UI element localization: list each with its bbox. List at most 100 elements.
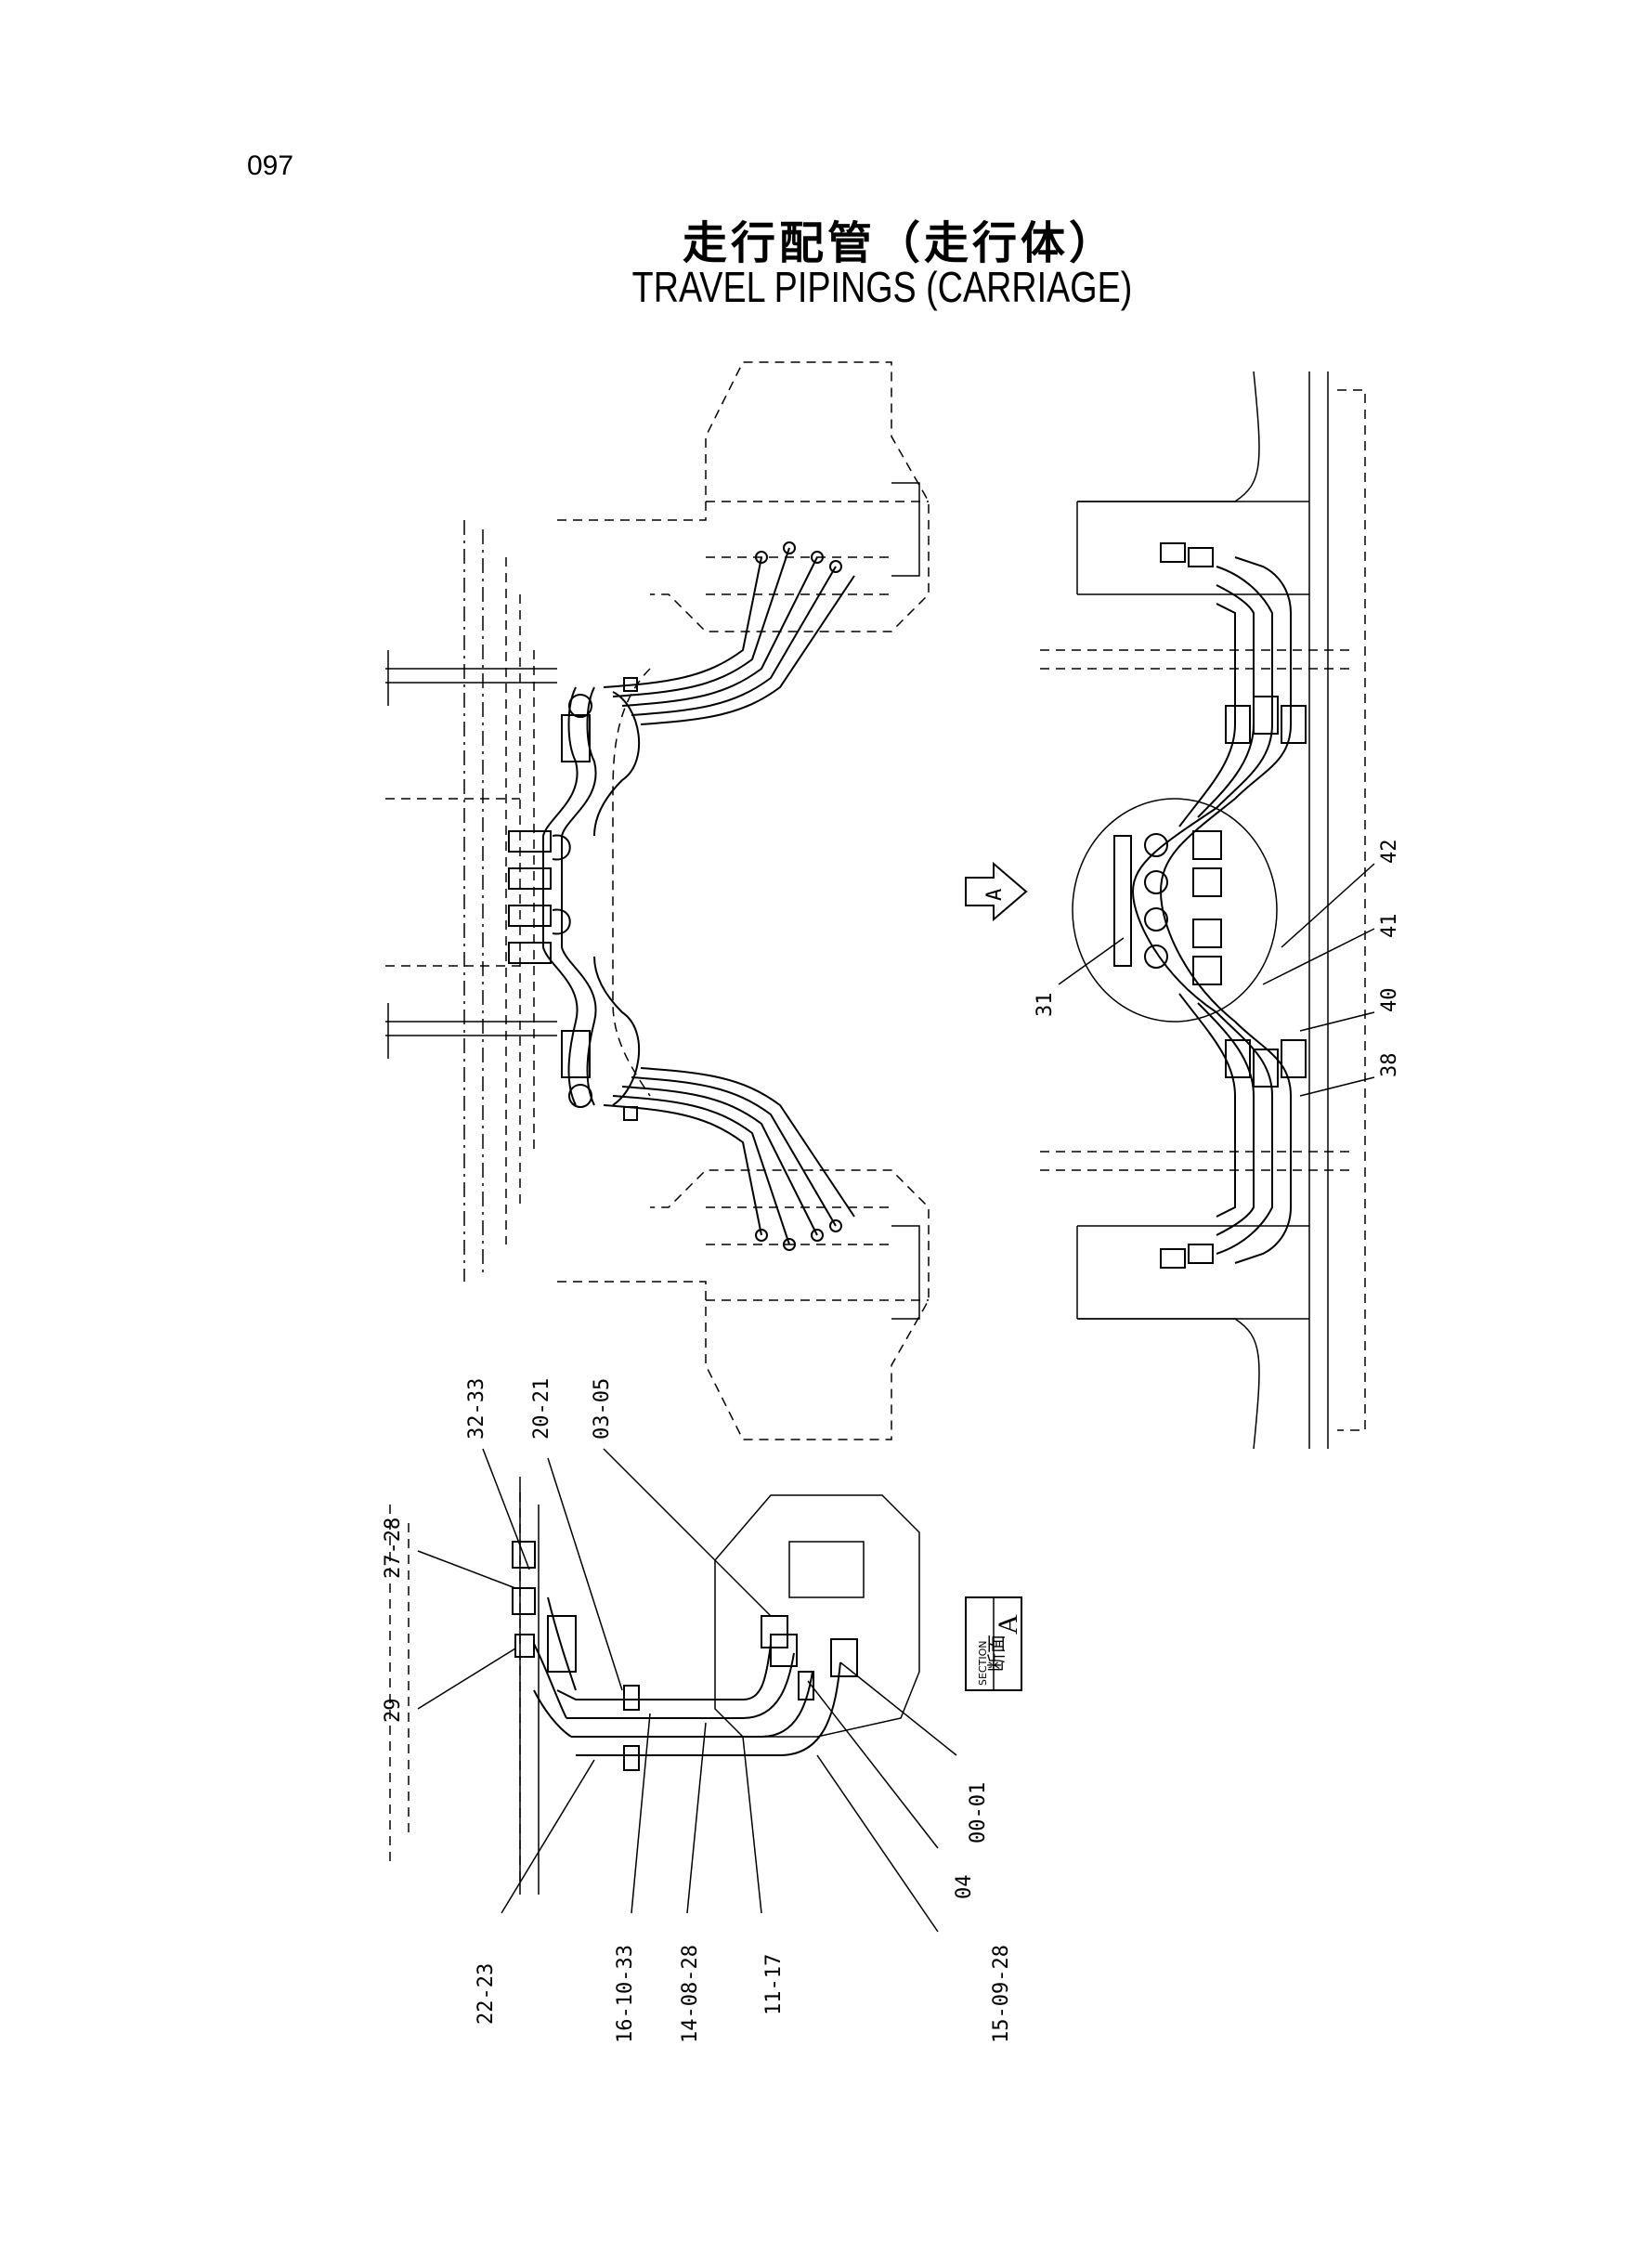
- section-box-kanji: 断面: [985, 1635, 1008, 1672]
- hose-line: [1178, 993, 1236, 1218]
- hose-line: [603, 1104, 762, 1236]
- callout-32-33: 32-33: [465, 1378, 488, 1440]
- hose-line: [593, 691, 641, 837]
- right-plan-view: A: [965, 371, 1366, 1450]
- callout-41: 41: [1378, 914, 1401, 939]
- hose-line: [542, 686, 579, 1106]
- section-box-label: SECTION: [977, 1641, 989, 1686]
- outer-frame-hidden: [1337, 389, 1366, 1431]
- swivel-outline: [1072, 798, 1278, 1023]
- view-arrow-letter: A: [983, 889, 1007, 901]
- callout-14-08-28: 14-08-28: [679, 1945, 702, 2043]
- callout-40: 40: [1378, 988, 1401, 1013]
- leader-lines: [417, 863, 1375, 1933]
- page-title-english: TRAVEL PIPINGS (CARRIAGE): [631, 263, 1133, 311]
- callout-04: 04: [953, 1875, 976, 1900]
- section-a-label-box: 断面 SECTION A: [965, 1596, 1023, 1691]
- elbow-fitting: [568, 694, 592, 718]
- hose-line: [640, 1067, 855, 1218]
- view-arrow-a: A: [965, 861, 1028, 922]
- hose-line: [631, 1076, 837, 1227]
- motor-bracket-plate: [714, 1494, 920, 1738]
- hose-ends: [755, 541, 842, 1251]
- u-bend: [552, 834, 571, 935]
- hose-line: [612, 1095, 790, 1245]
- hose-line: [603, 556, 762, 688]
- upper-frame-outline: [557, 361, 930, 632]
- callout-27-28: 27-28: [382, 1518, 405, 1579]
- hose-line: [561, 686, 597, 1106]
- hose-line: [631, 566, 837, 716]
- hose-line: [1234, 556, 1292, 800]
- motor-port-block: [788, 1541, 865, 1598]
- section-box-letter: A: [993, 1614, 1023, 1635]
- hose-line: [593, 956, 641, 1106]
- callout-38: 38: [1378, 1053, 1401, 1078]
- fittings: [508, 677, 638, 1121]
- upper-frame-block: [891, 482, 920, 577]
- swivel-joint: [508, 830, 552, 853]
- hose-fitting: [561, 714, 591, 762]
- hose-line: [1178, 603, 1236, 827]
- elbow-fitting: [568, 1084, 592, 1108]
- section-fittings: [512, 1541, 858, 1771]
- pipe-line: [533, 1596, 577, 1738]
- callout-03-05: 03-05: [591, 1378, 614, 1440]
- port-fitting: [770, 1634, 798, 1667]
- section-frame-hidden: [389, 1477, 521, 1885]
- hose-line: [640, 575, 855, 725]
- fitting: [512, 1541, 536, 1569]
- fitting: [512, 1587, 536, 1615]
- section-a-view: 断面 SECTION A: [389, 1477, 1023, 1895]
- clamp: [623, 677, 638, 692]
- page-number: 097: [247, 150, 294, 181]
- upper-frame-detail: [706, 501, 929, 595]
- hose-fitting: [547, 1615, 577, 1673]
- frame-edge: [1308, 371, 1329, 1449]
- callout-22-23: 22-23: [475, 1963, 498, 2025]
- port-fitting: [830, 1638, 858, 1677]
- pipe-line: [571, 1671, 813, 1738]
- pipe-line: [576, 1661, 841, 1756]
- center-outline: [612, 668, 651, 1097]
- hose-line: [612, 547, 790, 697]
- hose-line: [1216, 1011, 1273, 1255]
- pipe-line: [566, 1652, 795, 1719]
- swivel-joint: [508, 867, 552, 890]
- swivel-ports: [1113, 542, 1307, 1269]
- callout-20-21: 20-21: [530, 1378, 553, 1440]
- hose-line: [1197, 584, 1255, 818]
- pipe-line: [556, 1643, 772, 1700]
- hose-line: [1197, 1002, 1255, 1236]
- clamp: [623, 1685, 640, 1711]
- frame-curve: [1077, 371, 1260, 1450]
- callout-00-01: 00-01: [967, 1782, 990, 1844]
- frame-horizontal: [1077, 501, 1309, 1320]
- callout-29: 29: [382, 1699, 405, 1724]
- elbow-fitting: [761, 1615, 788, 1648]
- callout-15-09-28: 15-09-28: [990, 1945, 1013, 2043]
- hose-line: [1234, 1021, 1292, 1264]
- callout-31: 31: [1034, 993, 1057, 1018]
- port-fitting: [798, 1671, 814, 1700]
- callout-11-17: 11-17: [762, 1954, 786, 2015]
- crossbeam-hidden: [1040, 649, 1356, 1171]
- hose-fitting: [561, 1030, 591, 1078]
- hose-line: [621, 556, 818, 707]
- hose-line: [1131, 807, 1217, 1013]
- cross-member-hidden: [385, 798, 520, 967]
- hose-line: [1216, 566, 1273, 809]
- callout-16-10-33: 16-10-33: [614, 1945, 637, 2043]
- clamp: [623, 1745, 640, 1771]
- cross-member: [385, 668, 557, 1036]
- left-plan-view: [385, 361, 930, 1440]
- clamp: [623, 1106, 638, 1121]
- swivel-joint: [508, 942, 552, 964]
- page-title-japanese: 走行配管（走行体）: [683, 217, 1118, 269]
- callout-labels: 31 42 41 40 38 32-33 20-21 03-05 27-28 2…: [382, 840, 1401, 2044]
- lower-frame-detail: [706, 1206, 929, 1301]
- lower-frame-outline: [557, 1169, 930, 1440]
- fitting: [514, 1634, 535, 1658]
